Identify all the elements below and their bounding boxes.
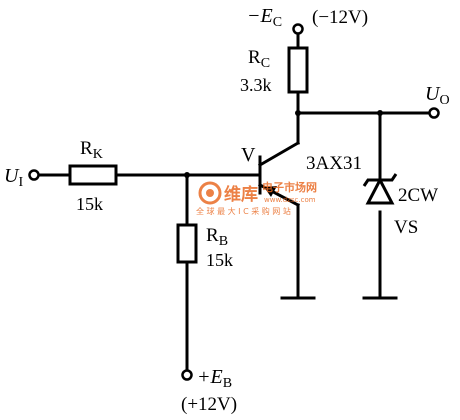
rb-value: 15k xyxy=(206,250,233,270)
zener-triangle xyxy=(365,176,395,205)
supply-neg-label: −EC xyxy=(247,5,282,30)
emitter-arrow xyxy=(264,186,277,197)
watermark-logo-icon xyxy=(198,181,222,205)
input-label: UI xyxy=(4,165,23,190)
transistor-symbol xyxy=(257,140,301,208)
supply-pos-value: (+12V) xyxy=(181,394,237,415)
transistor-collector xyxy=(257,140,301,168)
zener-label: VS xyxy=(394,217,418,238)
watermark-logo-dot xyxy=(206,189,214,197)
resistor-rk xyxy=(68,164,118,186)
zener-bar xyxy=(362,173,398,187)
rc-label: RC xyxy=(248,47,270,71)
junction-zener xyxy=(377,110,383,116)
resistor-rb xyxy=(176,223,198,264)
watermark-logo-text: 维库 xyxy=(224,184,258,205)
wires xyxy=(36,32,432,372)
transistor-label: V xyxy=(241,144,256,166)
zener-diode-symbol xyxy=(362,173,398,205)
terminal-input xyxy=(28,169,40,181)
terminal-supply-pos xyxy=(181,369,193,381)
rb-label: RB xyxy=(206,225,228,249)
watermark: 维库 电子市场网 www.dzsc.com 全 球 最 大 I C 采 购 网 … xyxy=(196,180,317,216)
junction-output xyxy=(295,110,301,116)
rc-value: 3.3k xyxy=(240,75,272,95)
watermark-url: www.dzsc.com xyxy=(264,196,316,204)
rk-label: RK xyxy=(80,138,103,162)
resistor-rc xyxy=(287,46,309,94)
zener-model: 2CW xyxy=(398,185,438,206)
transistor-model: 3AX31 xyxy=(306,153,362,174)
supply-pos-label: +EB xyxy=(197,366,232,391)
watermark-slogan: 全 球 最 大 I C 采 购 网 站 xyxy=(196,206,291,216)
supply-neg-value: (−12V) xyxy=(312,7,368,28)
junction-base xyxy=(184,172,190,178)
rk-value: 15k xyxy=(76,194,103,214)
terminal-output xyxy=(428,107,440,119)
output-label: UO xyxy=(425,83,450,108)
terminal-supply-neg xyxy=(292,23,304,35)
watermark-name: 电子市场网 xyxy=(262,180,317,194)
